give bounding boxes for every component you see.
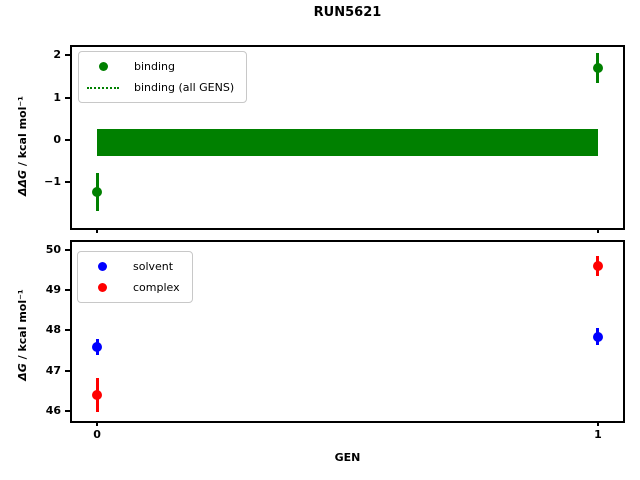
top-y-axis-label-math: ΔΔG [16,169,29,197]
y-tick-label: 49 [45,283,61,297]
binding-all-gens-dotted-line-icon [87,86,119,89]
y-tick-mark [65,249,70,252]
x-tick-mark [96,228,99,233]
complex-marker-icon [86,283,118,292]
legend-label-binding-all-gens: binding (all GENS) [134,81,235,94]
binding-marker-icon [87,62,119,71]
legend-label-solvent: solvent [133,260,174,273]
y-tick-label: 48 [45,323,61,337]
y-tick-label: 0 [53,132,61,146]
x-axis-label: GEN [334,451,361,464]
bottom-y-axis-label-math: ΔG [16,363,29,381]
y-tick-mark [65,369,70,372]
legend-row-binding: binding [87,56,234,77]
y-tick-label: −1 [44,174,61,188]
top-plot-axes: binding binding (all GENS) −1 0 1 2 [44,45,625,233]
solvent-marker-icon [86,262,118,271]
legend-row-binding-all-gens: binding (all GENS) [87,77,234,98]
data-point-solvent-gen1 [592,331,603,342]
bottom-plot-legend: solvent complex [77,251,193,303]
y-tick-mark [65,96,70,99]
y-tick-mark [65,180,70,183]
data-point-solvent-gen0 [92,341,103,352]
x-tick-mark [596,421,599,426]
data-point-complex-gen0 [92,389,103,400]
x-tick-mark [596,228,599,233]
y-tick-mark [65,409,70,412]
top-y-axis-label-units: / kcal mol⁻¹ [16,96,29,170]
top-plot-legend: binding binding (all GENS) [78,51,248,103]
y-tick-mark [65,289,70,292]
legend-label-complex: complex [133,281,180,294]
y-tick-label: 1 [53,90,61,104]
x-tick-mark [96,421,99,426]
top-y-axis-label: ΔΔG / kcal mol⁻¹ [16,36,32,256]
data-point-binding-gen1 [592,63,603,74]
bottom-plot-axes: solvent complex 46 47 48 49 50 0 1 [46,240,625,441]
y-tick-mark [65,138,70,141]
legend-label-binding: binding [134,60,176,73]
y-tick-label: 47 [45,363,61,377]
data-point-complex-gen1 [592,261,603,272]
x-tick-label: 1 [594,428,602,441]
x-tick-label: 0 [93,428,101,441]
legend-row-solvent: solvent [86,256,180,277]
binding-all-gens-band [97,129,598,157]
y-tick-mark [65,54,70,57]
data-point-binding-gen0 [92,187,103,198]
y-tick-label: 46 [45,403,61,417]
y-tick-label: 2 [53,48,61,62]
bottom-y-axis-label: ΔG / kcal mol⁻¹ [16,225,32,445]
bottom-y-axis-label-units: / kcal mol⁻¹ [16,289,29,364]
figure-title: RUN5621 [313,5,382,20]
legend-row-complex: complex [86,277,180,298]
y-tick-label: 50 [45,243,61,257]
y-tick-mark [65,329,70,332]
